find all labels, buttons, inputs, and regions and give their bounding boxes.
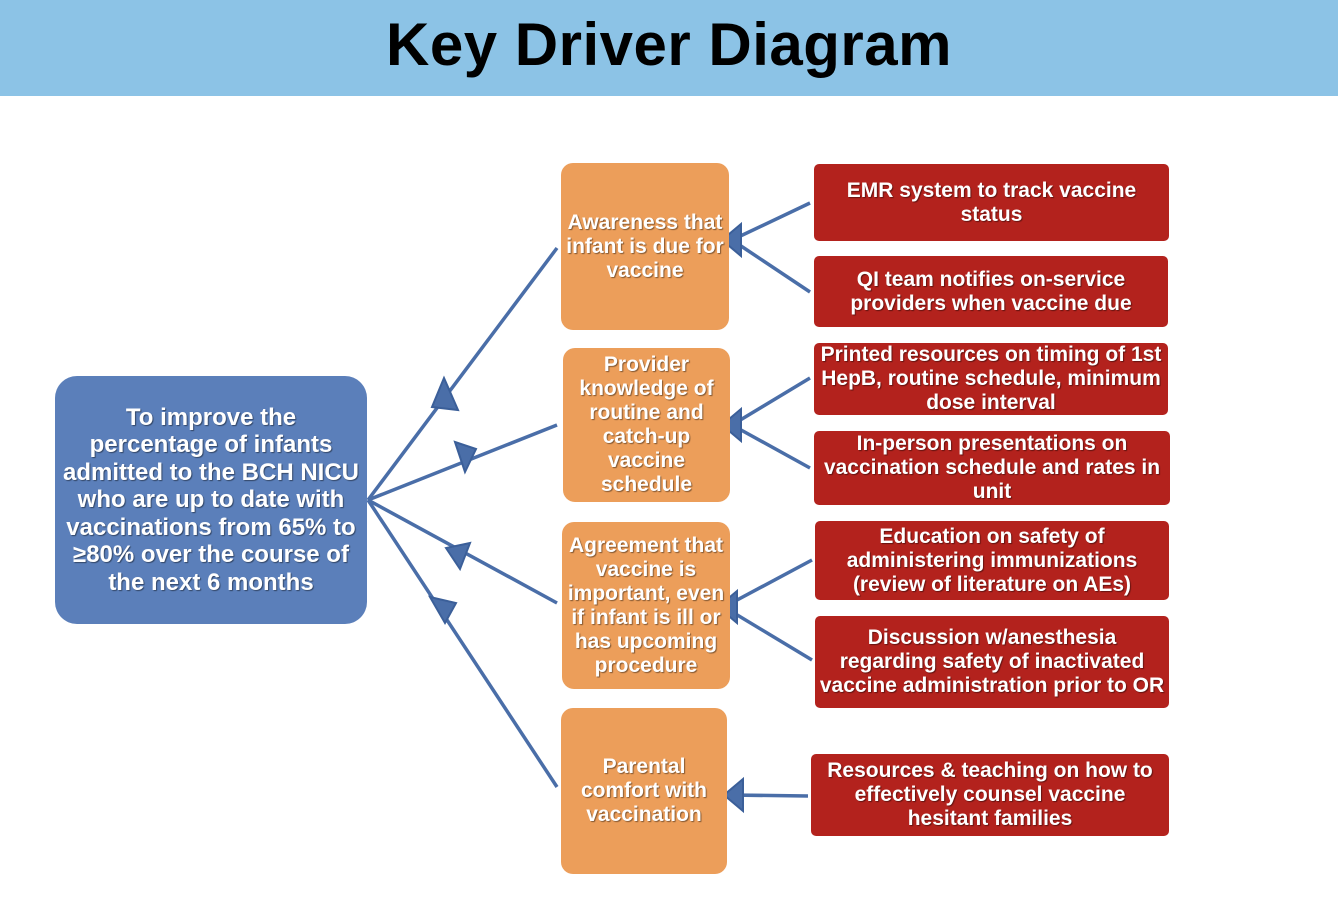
arrowhead-icon (720, 221, 742, 259)
connector-line (731, 238, 811, 294)
connector-line (723, 605, 813, 662)
change-box-in-person-presentations: In-person presentations on vaccination s… (814, 431, 1170, 505)
driver-box-agreement: Agreement that vaccine is important, eve… (562, 522, 730, 689)
arrowhead-icon (720, 406, 742, 444)
arrowhead-icon (722, 776, 744, 814)
connector-line (731, 423, 811, 470)
driver-box-awareness: Awareness that infant is due for vaccine (561, 163, 729, 330)
arrowhead-icon (427, 595, 458, 626)
aim-statement-box: To improve the percentage of infants adm… (55, 376, 367, 624)
arrowhead-icon (430, 375, 460, 412)
driver-box-parental-comfort: Parental comfort with vaccination (561, 708, 727, 874)
header-banner (0, 0, 1338, 96)
connector-line (366, 499, 559, 788)
change-box-counsel-families: Resources & teaching on how to effective… (811, 754, 1169, 836)
change-box-qi-team: QI team notifies on-service providers wh… (814, 256, 1168, 327)
connector-line (731, 376, 811, 427)
connector-line (366, 246, 559, 502)
driver-box-provider-knowledge: Provider knowledge of routine and catch-… (563, 348, 730, 502)
arrowhead-icon (453, 440, 478, 475)
arrowhead-icon (444, 541, 472, 572)
change-box-education-safety: Education on safety of administering imm… (815, 521, 1169, 600)
change-box-emr-system: EMR system to track vaccine status (814, 164, 1169, 241)
connector-line (723, 558, 813, 609)
connector-line (731, 201, 811, 242)
change-box-printed-resources: Printed resources on timing of 1st HepB,… (814, 343, 1168, 415)
change-box-anesthesia-discussion: Discussion w/anesthesia regarding safety… (815, 616, 1169, 708)
page-title: Key Driver Diagram (386, 10, 952, 78)
